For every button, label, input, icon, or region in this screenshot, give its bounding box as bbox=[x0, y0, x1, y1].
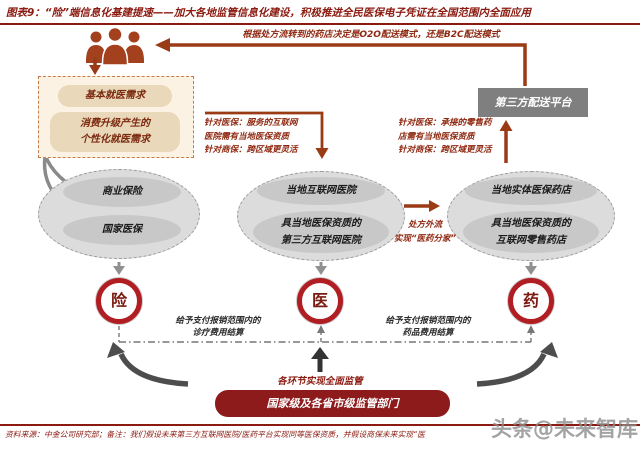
supervision-curved-arrows bbox=[107, 342, 558, 387]
supervision-label: 各环节实现全面监管 bbox=[277, 376, 363, 387]
settlement-connector bbox=[118, 325, 535, 343]
treatment-settlement-line2: 诊疗费用结算 bbox=[192, 328, 244, 338]
delivery-to-consumer-arrow bbox=[155, 38, 527, 86]
regulator-box: 国家级及各省市级监管部门 bbox=[215, 390, 450, 417]
personalized-needs-pill: 消费升级产生的 个性化就医需求 bbox=[50, 112, 180, 152]
pharmacy-circle: 药 bbox=[508, 278, 554, 324]
footer-rule bbox=[0, 424, 640, 426]
watermark: 头条@未来智库 bbox=[491, 417, 638, 441]
treatment-settlement-line1: 给予支付报销范围内的 bbox=[175, 316, 261, 326]
pharmacy-qualification-note: 针对医保：承接的零售药 店需有当地医保资质 针对商保：跨区域更灵活 bbox=[398, 117, 492, 158]
personalized-needs-line2: 个性化就医需求 bbox=[80, 134, 150, 145]
consumer-to-needs-arrow bbox=[89, 57, 101, 75]
hospital-note-line1: 针对医保：服务的互联网 bbox=[204, 118, 298, 128]
drug-settlement-line1: 给予支付报销范围内的 bbox=[385, 316, 471, 326]
figure-title: 图表9：“险”端信息化基建提速——加大各地监管信息化建设，积极推进全民医保电子凭… bbox=[6, 7, 531, 19]
internet-pharmacy-line2: 互联网零售药店 bbox=[496, 235, 566, 246]
internet-retail-pharmacy-label: 具当地医保资质的 互联网零售药店 bbox=[463, 211, 599, 253]
third-party-hospital-line2: 第三方互联网医院 bbox=[281, 235, 361, 246]
hospital-qualification-note: 针对医保：服务的互联网 医院需有当地医保资质 针对商保：跨区域更灵活 bbox=[204, 117, 298, 158]
medical-circle: 医 bbox=[297, 278, 343, 324]
supervision-up-arrow bbox=[311, 347, 329, 372]
third-party-internet-hospital-label: 具当地医保资质的 第三方互联网医院 bbox=[253, 211, 389, 253]
local-internet-hospital-label: 当地互联网医院 bbox=[257, 177, 385, 205]
pharmacy-note-line2: 店需有当地医保资质 bbox=[398, 131, 475, 142]
prescription-outflow-line1: 处方外流 bbox=[407, 220, 442, 230]
insurance-circle: 险 bbox=[96, 278, 142, 324]
pharmacy-note-line1: 针对医保：承接的零售药 bbox=[398, 118, 492, 128]
internet-pharmacy-line1: 具当地医保资质的 bbox=[491, 218, 571, 229]
people-group-icon bbox=[86, 26, 144, 66]
drug-settlement-line2: 药品费用结算 bbox=[402, 328, 454, 338]
third-party-delivery-box: 第三方配送平台 bbox=[478, 88, 588, 117]
prescription-outflow-line2: 实现“医药分家” bbox=[394, 234, 456, 244]
pharmacy-to-delivery-arrow bbox=[499, 120, 513, 163]
basic-needs-pill: 基本就医需求 bbox=[58, 85, 172, 107]
needs-to-hospital-arrow bbox=[205, 111, 329, 159]
prescription-outflow-arrow bbox=[404, 200, 440, 212]
delivery-mode-banner: 根据处方流转到的药店决定是O2O配送模式，还是B2C配送模式 bbox=[242, 30, 500, 40]
local-physical-pharmacy-label: 当地实体医保药店 bbox=[465, 177, 597, 205]
national-insurance-label: 国家医保 bbox=[63, 215, 181, 245]
title-underline bbox=[0, 23, 640, 25]
commercial-insurance-label: 商业保险 bbox=[63, 177, 181, 207]
hospital-note-line2: 医院需有当地医保资质 bbox=[204, 131, 290, 142]
drug-settlement-note: 给予支付报销范围内的 药品费用结算 bbox=[353, 315, 503, 339]
source-note: 资料来源：中金公司研究部；备注：我们假设未来第三方互联网医院/医药平台实现同等医… bbox=[5, 430, 425, 439]
prescription-outflow-note: 处方外流 实现“医药分家” bbox=[383, 218, 467, 246]
hospital-note-line3: 针对商保：跨区域更灵活 bbox=[204, 145, 298, 155]
ellipse-down-arrows bbox=[113, 262, 537, 275]
third-party-hospital-line1: 具当地医保资质的 bbox=[281, 218, 361, 229]
treatment-settlement-note: 给予支付报销范围内的 诊疗费用结算 bbox=[143, 315, 293, 339]
personalized-needs-line1: 消费升级产生的 bbox=[80, 118, 150, 129]
pharmacy-note-line3: 针对商保：跨区域更灵活 bbox=[398, 145, 492, 155]
